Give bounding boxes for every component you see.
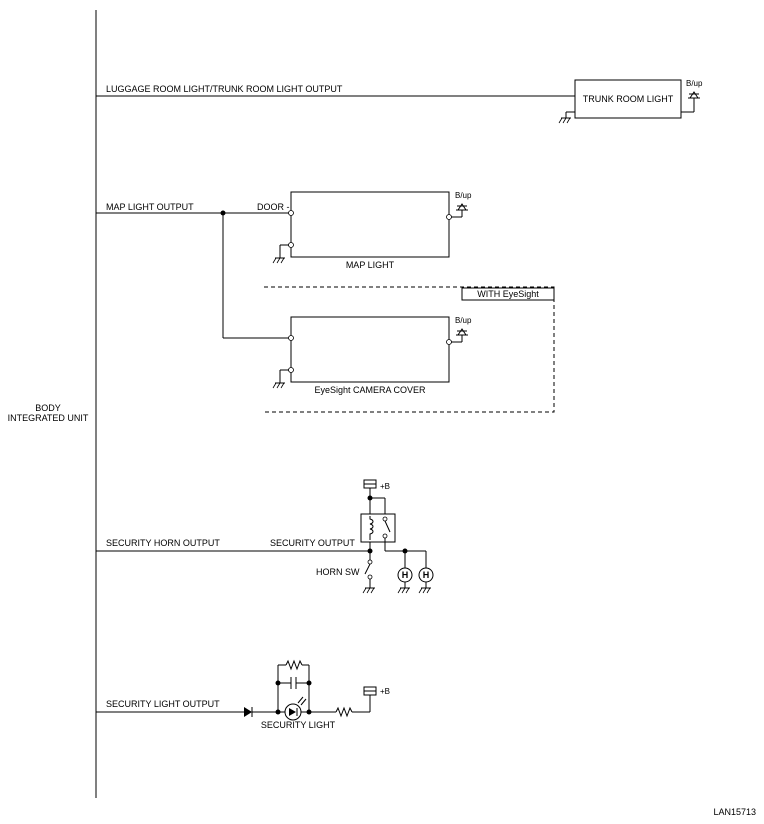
backup-fuse-icon — [456, 328, 468, 336]
map-light-label: MAP LIGHT — [346, 260, 395, 270]
eyesight-camera-cover-box — [290, 316, 450, 383]
security-horn-output-label: SECURITY HORN OUTPUT — [106, 538, 220, 548]
security-horn-circuit: SECURITY HORN OUTPUT SECURITY OUTPUT +B … — [96, 479, 434, 594]
trunk-room-light-label: TRUNK ROOM LIGHT — [583, 94, 674, 104]
horn-relay-box — [360, 513, 396, 543]
fuse-icon — [363, 479, 377, 489]
light-plus-b-label: +B — [380, 687, 390, 696]
with-eyesight-tag — [461, 287, 555, 301]
door-label: DOOR - — [257, 202, 290, 212]
resistor-icon — [335, 706, 353, 718]
trunk-bup-label: B/up — [686, 79, 703, 88]
security-output-label: SECURITY OUTPUT — [270, 538, 355, 548]
map-light-output-label: MAP LIGHT OUTPUT — [106, 202, 194, 212]
eyesight-bup-label: B/up — [455, 316, 472, 325]
relay-coil-icon — [369, 516, 374, 540]
ground-icon — [558, 117, 572, 124]
horn-symbol-1: H — [402, 570, 409, 580]
ground-icon — [397, 587, 411, 594]
horn-sw-label: HORN SW — [316, 567, 360, 577]
map-light-circuit: MAP LIGHT OUTPUT DOOR - MAP LIGHT B/up — [96, 191, 472, 339]
eyesight-option-group: WITH EyeSight EyeSight CAMERA COVER B/up — [264, 286, 555, 413]
horn-plus-b-label: +B — [380, 482, 390, 491]
map-bup-label: B/up — [455, 191, 472, 200]
security-light-circuit: SECURITY LIGHT OUTPUT SECURITY LIGHT +B — [96, 659, 390, 730]
trunk-room-light-box — [574, 79, 682, 119]
backup-fuse-icon — [688, 91, 700, 99]
fuse-icon — [363, 686, 377, 696]
map-light-box — [290, 191, 450, 258]
body-unit-label-line2: INTEGRATED UNIT — [8, 413, 89, 423]
ground-icon — [272, 382, 286, 389]
security-light-output-label: SECURITY LIGHT OUTPUT — [106, 699, 220, 709]
ground-icon — [362, 587, 376, 594]
horn-symbol-2: H — [423, 570, 430, 580]
security-light-label: SECURITY LIGHT — [261, 720, 336, 730]
backup-fuse-icon — [456, 203, 468, 211]
body-unit-label-line1: BODY — [35, 403, 61, 413]
resistor-icon — [285, 659, 303, 671]
ground-icon — [418, 587, 432, 594]
ground-icon — [272, 257, 286, 264]
diagram-id-label: LAN15713 — [713, 807, 756, 817]
eyesight-camera-cover-label: EyeSight CAMERA COVER — [314, 385, 426, 395]
luggage-output-label: LUGGAGE ROOM LIGHT/TRUNK ROOM LIGHT OUTP… — [106, 84, 343, 94]
diode-icon — [244, 707, 252, 717]
with-eyesight-label: WITH EyeSight — [477, 289, 539, 299]
trunk-room-light-circuit: LUGGAGE ROOM LIGHT/TRUNK ROOM LIGHT OUTP… — [96, 79, 703, 124]
